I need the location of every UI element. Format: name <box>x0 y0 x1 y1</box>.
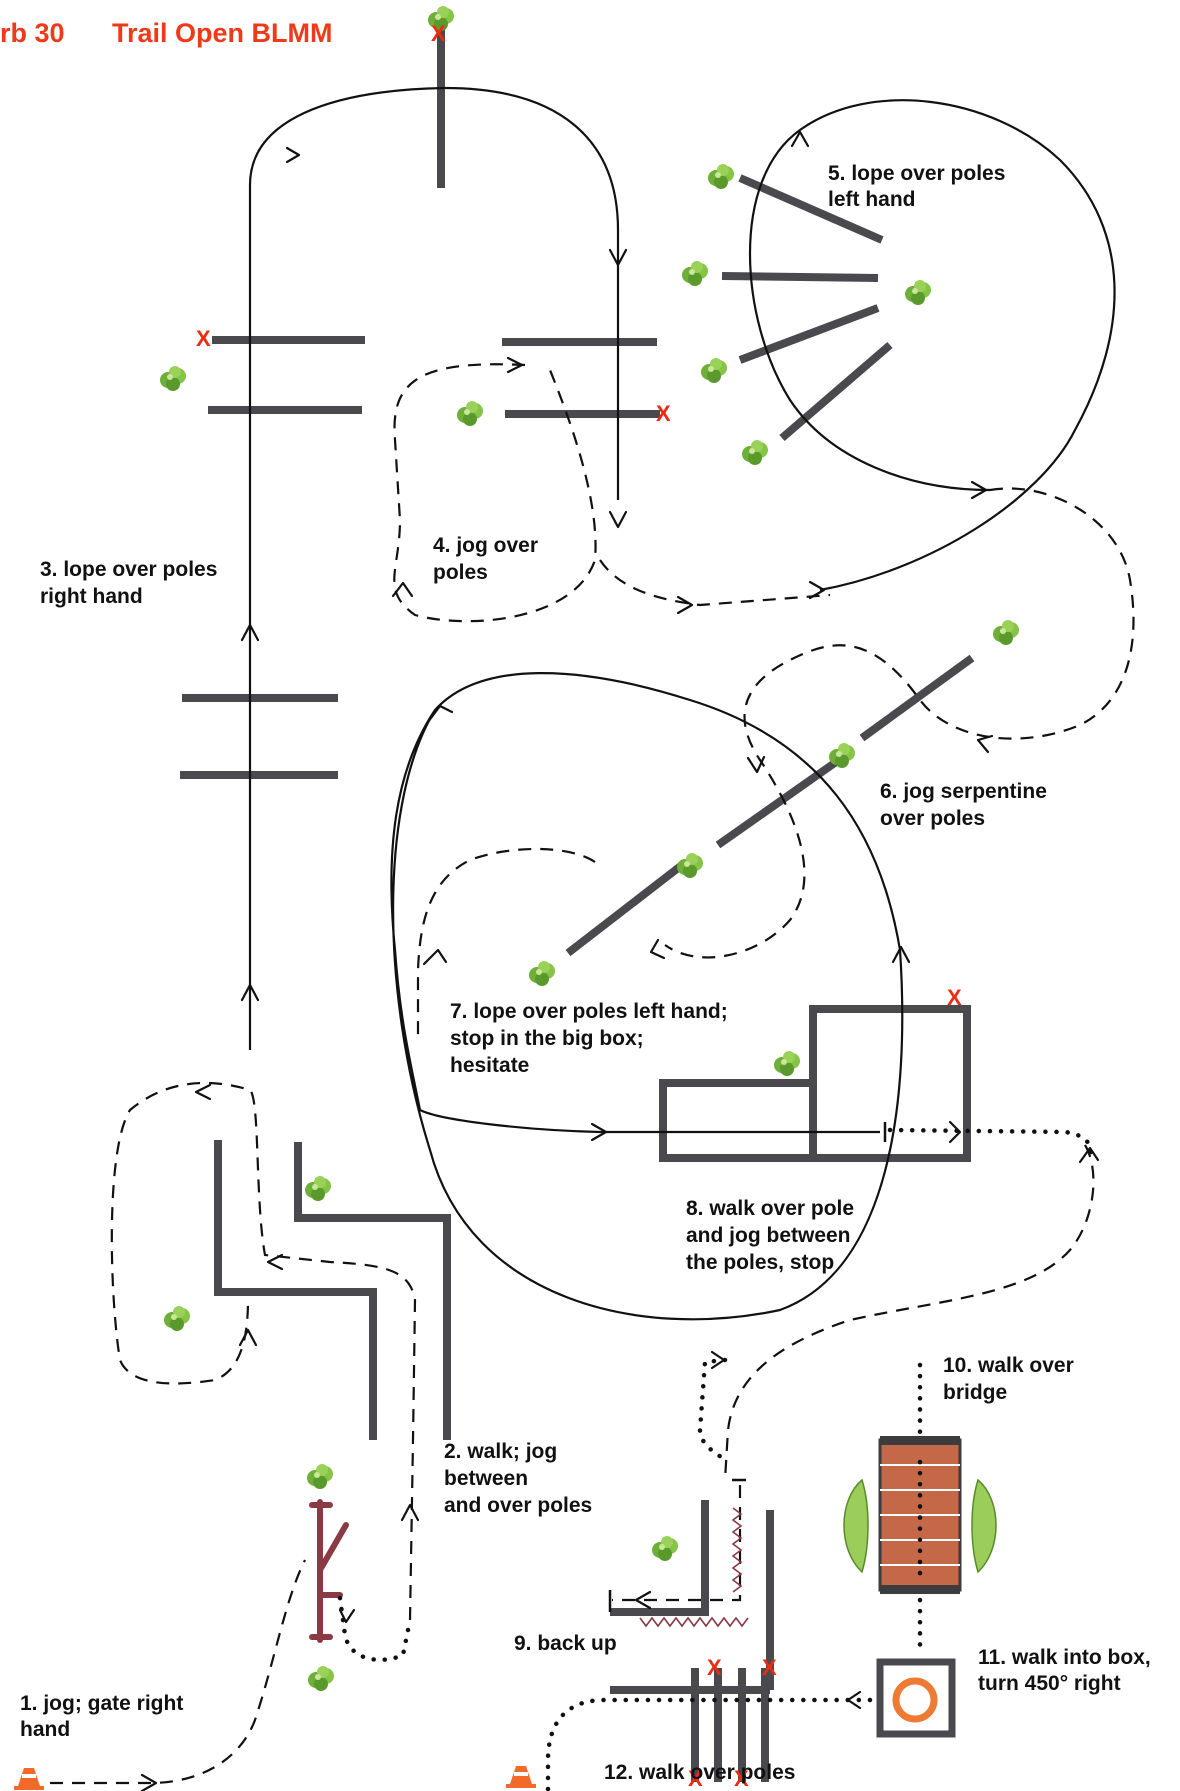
jog-path-obstacle-2 <box>110 1081 420 1621</box>
lope-path-obstacle-3 <box>240 86 628 1050</box>
jog-path-obstacle-7-lead <box>416 847 596 1040</box>
big-box-obstacle-8 <box>659 1005 971 1162</box>
marker-x: X <box>431 21 446 46</box>
marker-x: X <box>656 401 671 426</box>
marker-x: X <box>707 1655 722 1680</box>
walk-path-obstacle-8-10 <box>887 1120 1094 1163</box>
poles-obstacle-4 <box>502 338 660 418</box>
label-obstacle-2: 2. walk; jog between and over poles <box>444 1440 592 1517</box>
label-obstacle-4: 4. jog over poles <box>433 534 544 584</box>
lope-path-obstacle-5 <box>748 99 1116 600</box>
poles-obstacle-12 <box>691 1668 769 1782</box>
poles-obstacle-5 <box>721 174 893 442</box>
label-obstacle-9: 9. back up <box>514 1632 617 1655</box>
class-label: rb 30 <box>0 18 65 48</box>
label-obstacle-12: 12. walk over poles <box>604 1761 795 1784</box>
marker-x: X <box>762 1655 777 1680</box>
label-obstacle-1: 1. jog; gate right hand <box>20 1692 189 1741</box>
bridge-obstacle-10 <box>843 1436 997 1594</box>
label-obstacle-8: 8. walk over pole and jog between the po… <box>686 1197 860 1274</box>
poles-obstacle-3 <box>180 25 445 779</box>
label-obstacle-6: 6. jog serpentine over poles <box>880 780 1053 830</box>
x-markers: X X X X X X X X <box>196 21 962 1791</box>
start-cone-icon <box>14 1768 44 1790</box>
jog-path-obstacle-1 <box>50 1559 306 1791</box>
gate-obstacle-1 <box>309 1499 349 1643</box>
finish-cone-icon <box>506 1766 536 1788</box>
l-corridor-obstacle-2 <box>214 1140 451 1440</box>
lope-path-obstacle-7 <box>390 672 911 1321</box>
turn-box-obstacle-11 <box>876 1658 956 1738</box>
walk-path-obstacle-11-12 <box>545 1690 873 1791</box>
label-obstacle-11: 11. walk into box, turn 450° right <box>978 1646 1157 1695</box>
course-title: Trail Open BLMM <box>112 18 333 48</box>
poles-obstacle-6-7 <box>565 654 975 957</box>
label-obstacle-3: 3. lope over poles right hand <box>40 558 223 608</box>
label-obstacle-5: 5. lope over poles left hand <box>828 162 1011 211</box>
marker-x: X <box>734 1766 749 1791</box>
marker-x: X <box>196 326 211 351</box>
jog-path-obstacle-8 <box>723 1144 1100 1481</box>
label-obstacle-7: 7. lope over poles left hand; stop in th… <box>450 1000 734 1077</box>
marker-x: X <box>947 985 962 1010</box>
jog-path-obstacle-6 <box>649 487 1135 960</box>
label-obstacle-10: 10. walk over bridge <box>943 1354 1080 1404</box>
walk-path-obstacle-10-9 <box>697 1350 923 1653</box>
backup-path-obstacle-9 <box>608 1478 746 1612</box>
marker-x: X <box>688 1766 703 1791</box>
jog-path-obstacle-4-to-6 <box>599 559 831 615</box>
walk-path-obstacle-2-start <box>337 1595 413 1663</box>
jog-path-obstacle-4 <box>391 356 597 623</box>
backup-chevrons <box>639 1507 749 1628</box>
backup-l-obstacle-9 <box>610 1500 774 1694</box>
